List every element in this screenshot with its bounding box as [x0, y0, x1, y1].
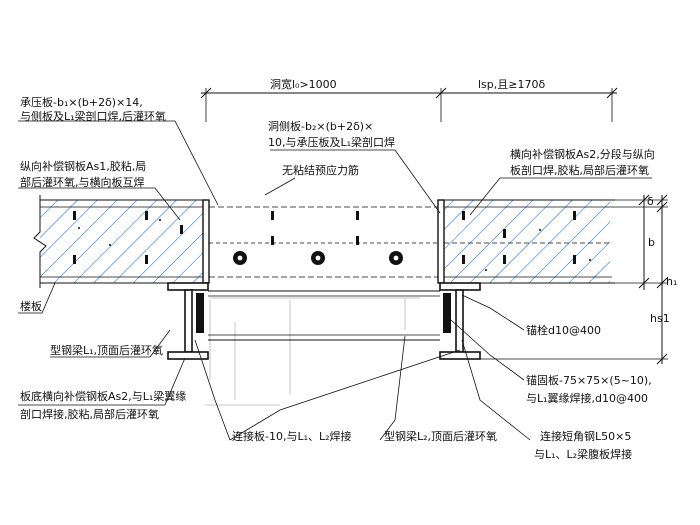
ghost-background-drawing — [205, 297, 420, 406]
delta-dimension: δ — [647, 195, 654, 208]
bearing-plate-label-1: 承压板-b₁×(b+2δ)×14, — [20, 95, 143, 109]
anchor-plate-label-1: 锚固板-75×75×(5~10), — [526, 373, 652, 387]
anchor-bolt-marks — [73, 211, 591, 271]
anchor-bolt-label: 锚栓d10@400 — [526, 323, 601, 337]
right-dimensions — [480, 194, 668, 365]
steel-beam-l2-label: 型钢梁L₂,顶面后灌环氧 — [384, 429, 497, 443]
hs1-dimension: hs1 — [650, 312, 670, 325]
bearing-plate-label-2: 与侧板及L₁梁剖口焊,后灌环氧 — [20, 109, 166, 123]
leader-lines — [18, 120, 652, 441]
steel-beam-l1-left — [167, 282, 209, 360]
top-dimensions — [200, 87, 618, 122]
left-floor-slab — [40, 199, 203, 284]
bottom-plate-label-2: 剖口焊接,胶粘,局部后灌环氧 — [20, 407, 159, 421]
left-break-line — [33, 195, 47, 288]
unbonded-tendons — [233, 251, 403, 265]
opening-width-dimension: 洞宽l₀>1000 — [270, 77, 337, 91]
connect-plate-label: 连接板-10,与L₁、L₂焊接 — [232, 429, 352, 443]
angle-label-2: 与L₁、L₂梁腹板焊接 — [534, 447, 632, 461]
side-plates — [202, 199, 445, 284]
side-plate-label-1: 洞侧板-b₂×(b+2δ)× — [268, 119, 373, 133]
steel-beam-l2 — [208, 290, 440, 341]
unbonded-tendon-label: 无粘结预应力筋 — [282, 163, 359, 177]
side-plate-label-2: 10,与承压板及L₁梁剖口焊 — [268, 135, 395, 149]
anchor-plate-label-2: 与L₁翼缘焊接,d10@400 — [526, 391, 648, 405]
b-dimension: b — [648, 236, 655, 249]
anchor-length-dimension: lsp,且≥170δ — [478, 78, 545, 91]
angle-label-1: 连接短角钢L50×5 — [540, 429, 631, 443]
longitudinal-plate-label-2: 部后灌环氧,与横向板互焊 — [20, 175, 145, 189]
transverse-plate-label-1: 横向补偿钢板As2,分段与纵向 — [510, 147, 655, 161]
opening-region — [209, 206, 438, 278]
bottom-plate-label-1: 板底横向补偿钢板As2,与L₁梁翼缘 — [20, 389, 186, 403]
longitudinal-plate-label-1: 纵向补偿钢板As1,胶粘,局 — [20, 159, 146, 173]
right-floor-slab — [444, 199, 615, 284]
steel-beam-l1-right — [439, 282, 481, 360]
transverse-plate-label-2: 板剖口焊,胶粘,局部后灌环氧 — [510, 163, 649, 177]
floor-slab-label: 楼板 — [20, 299, 42, 313]
steel-beam-l1-label: 型钢梁L₁,顶面后灌环氧 — [50, 343, 163, 357]
h1-dimension: h₁ — [666, 275, 677, 288]
